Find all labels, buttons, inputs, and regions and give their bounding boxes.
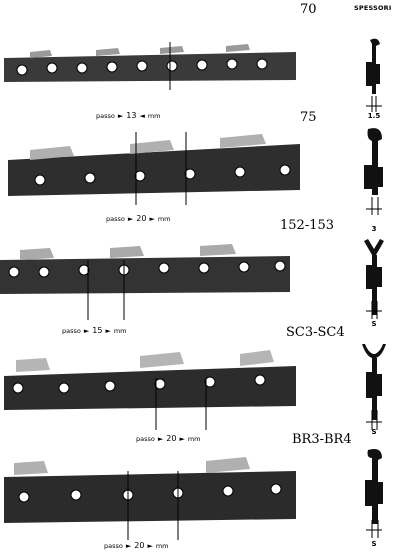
chain-profile-icon [366, 38, 382, 112]
pitch-indicator-152-153: passo ► 15 ► mm [62, 326, 127, 335]
chain-image-75 [0, 130, 300, 205]
pitch-value: 20 [136, 214, 147, 223]
pitch-indicator-75: passo ► 20 ► mm [106, 214, 171, 223]
profile-diagram-152-153 [352, 235, 396, 330]
model-label-75: 75 [300, 110, 317, 125]
model-label-70: 70 [300, 2, 317, 17]
pitch-unit: mm [155, 541, 169, 550]
pitch-word: passo [96, 111, 115, 120]
chain-profile-icon [364, 128, 383, 215]
arrow-right-icon: ► [105, 326, 111, 335]
pitch-unit: mm [157, 214, 171, 223]
pitch-word: passo [106, 214, 125, 223]
pitch-value: 15 [92, 326, 103, 335]
saw-chain-icon [8, 132, 300, 205]
model-label-br3-br4: BR3-BR4 [292, 432, 352, 447]
chain-image-152-153 [0, 240, 300, 320]
arrow-right-icon: ► [157, 434, 164, 443]
gauge-label-br3-br4: S [371, 540, 377, 548]
pitch-value: 20 [166, 434, 177, 443]
saw-chain-icon [4, 350, 296, 430]
profile-diagram-sc3-sc4 [352, 340, 396, 435]
chain-image-70 [0, 40, 300, 90]
pitch-word: passo [104, 541, 123, 550]
profile-diagram-br3-br4 [352, 446, 396, 541]
pitch-value: 13 [126, 111, 137, 120]
gauge-label-70: 1.5 [367, 112, 381, 120]
profile-diagram-70 [352, 34, 396, 124]
arrow-left-icon: ◄ [139, 111, 145, 120]
arrow-right-icon: ► [179, 434, 185, 443]
chain-profile-icon [364, 239, 384, 319]
chain-profile-icon [365, 449, 383, 538]
saw-chain-icon [0, 42, 300, 90]
chain-image-sc3-sc4 [0, 348, 300, 430]
pitch-unit: mm [113, 326, 127, 335]
saw-chain-icon [4, 457, 296, 540]
pitch-unit: mm [187, 434, 201, 443]
gauge-label-75: 3 [371, 225, 377, 233]
pitch-word: passo [62, 326, 81, 335]
chain-profile-icon [362, 344, 386, 430]
saw-chain-icon [0, 244, 290, 320]
chain-image-br3-br4 [0, 455, 300, 540]
gauge-label-sc3-sc4: S [371, 428, 377, 436]
pitch-indicator-70: passo ► 13 ◄ mm [96, 111, 161, 120]
pitch-word: passo [136, 434, 155, 443]
pitch-unit: mm [147, 111, 161, 120]
header-spessori: SPESSORI [354, 4, 392, 12]
arrow-right-icon: ► [117, 111, 124, 120]
pitch-indicator-sc3-sc4: passo ► 20 ► mm [136, 434, 201, 443]
arrow-right-icon: ► [149, 214, 155, 223]
model-label-sc3-sc4: SC3-SC4 [286, 325, 345, 340]
arrow-right-icon: ► [127, 214, 134, 223]
pitch-indicator-br3-br4: passo ► 20 ► mm [104, 541, 169, 550]
gauge-label-152-153: S [371, 320, 377, 328]
model-label-152-153: 152-153 [280, 218, 335, 233]
arrow-right-icon: ► [147, 541, 153, 550]
profile-diagram-75 [352, 125, 396, 225]
arrow-right-icon: ► [125, 541, 132, 550]
pitch-value: 20 [134, 541, 145, 550]
arrow-right-icon: ► [83, 326, 90, 335]
